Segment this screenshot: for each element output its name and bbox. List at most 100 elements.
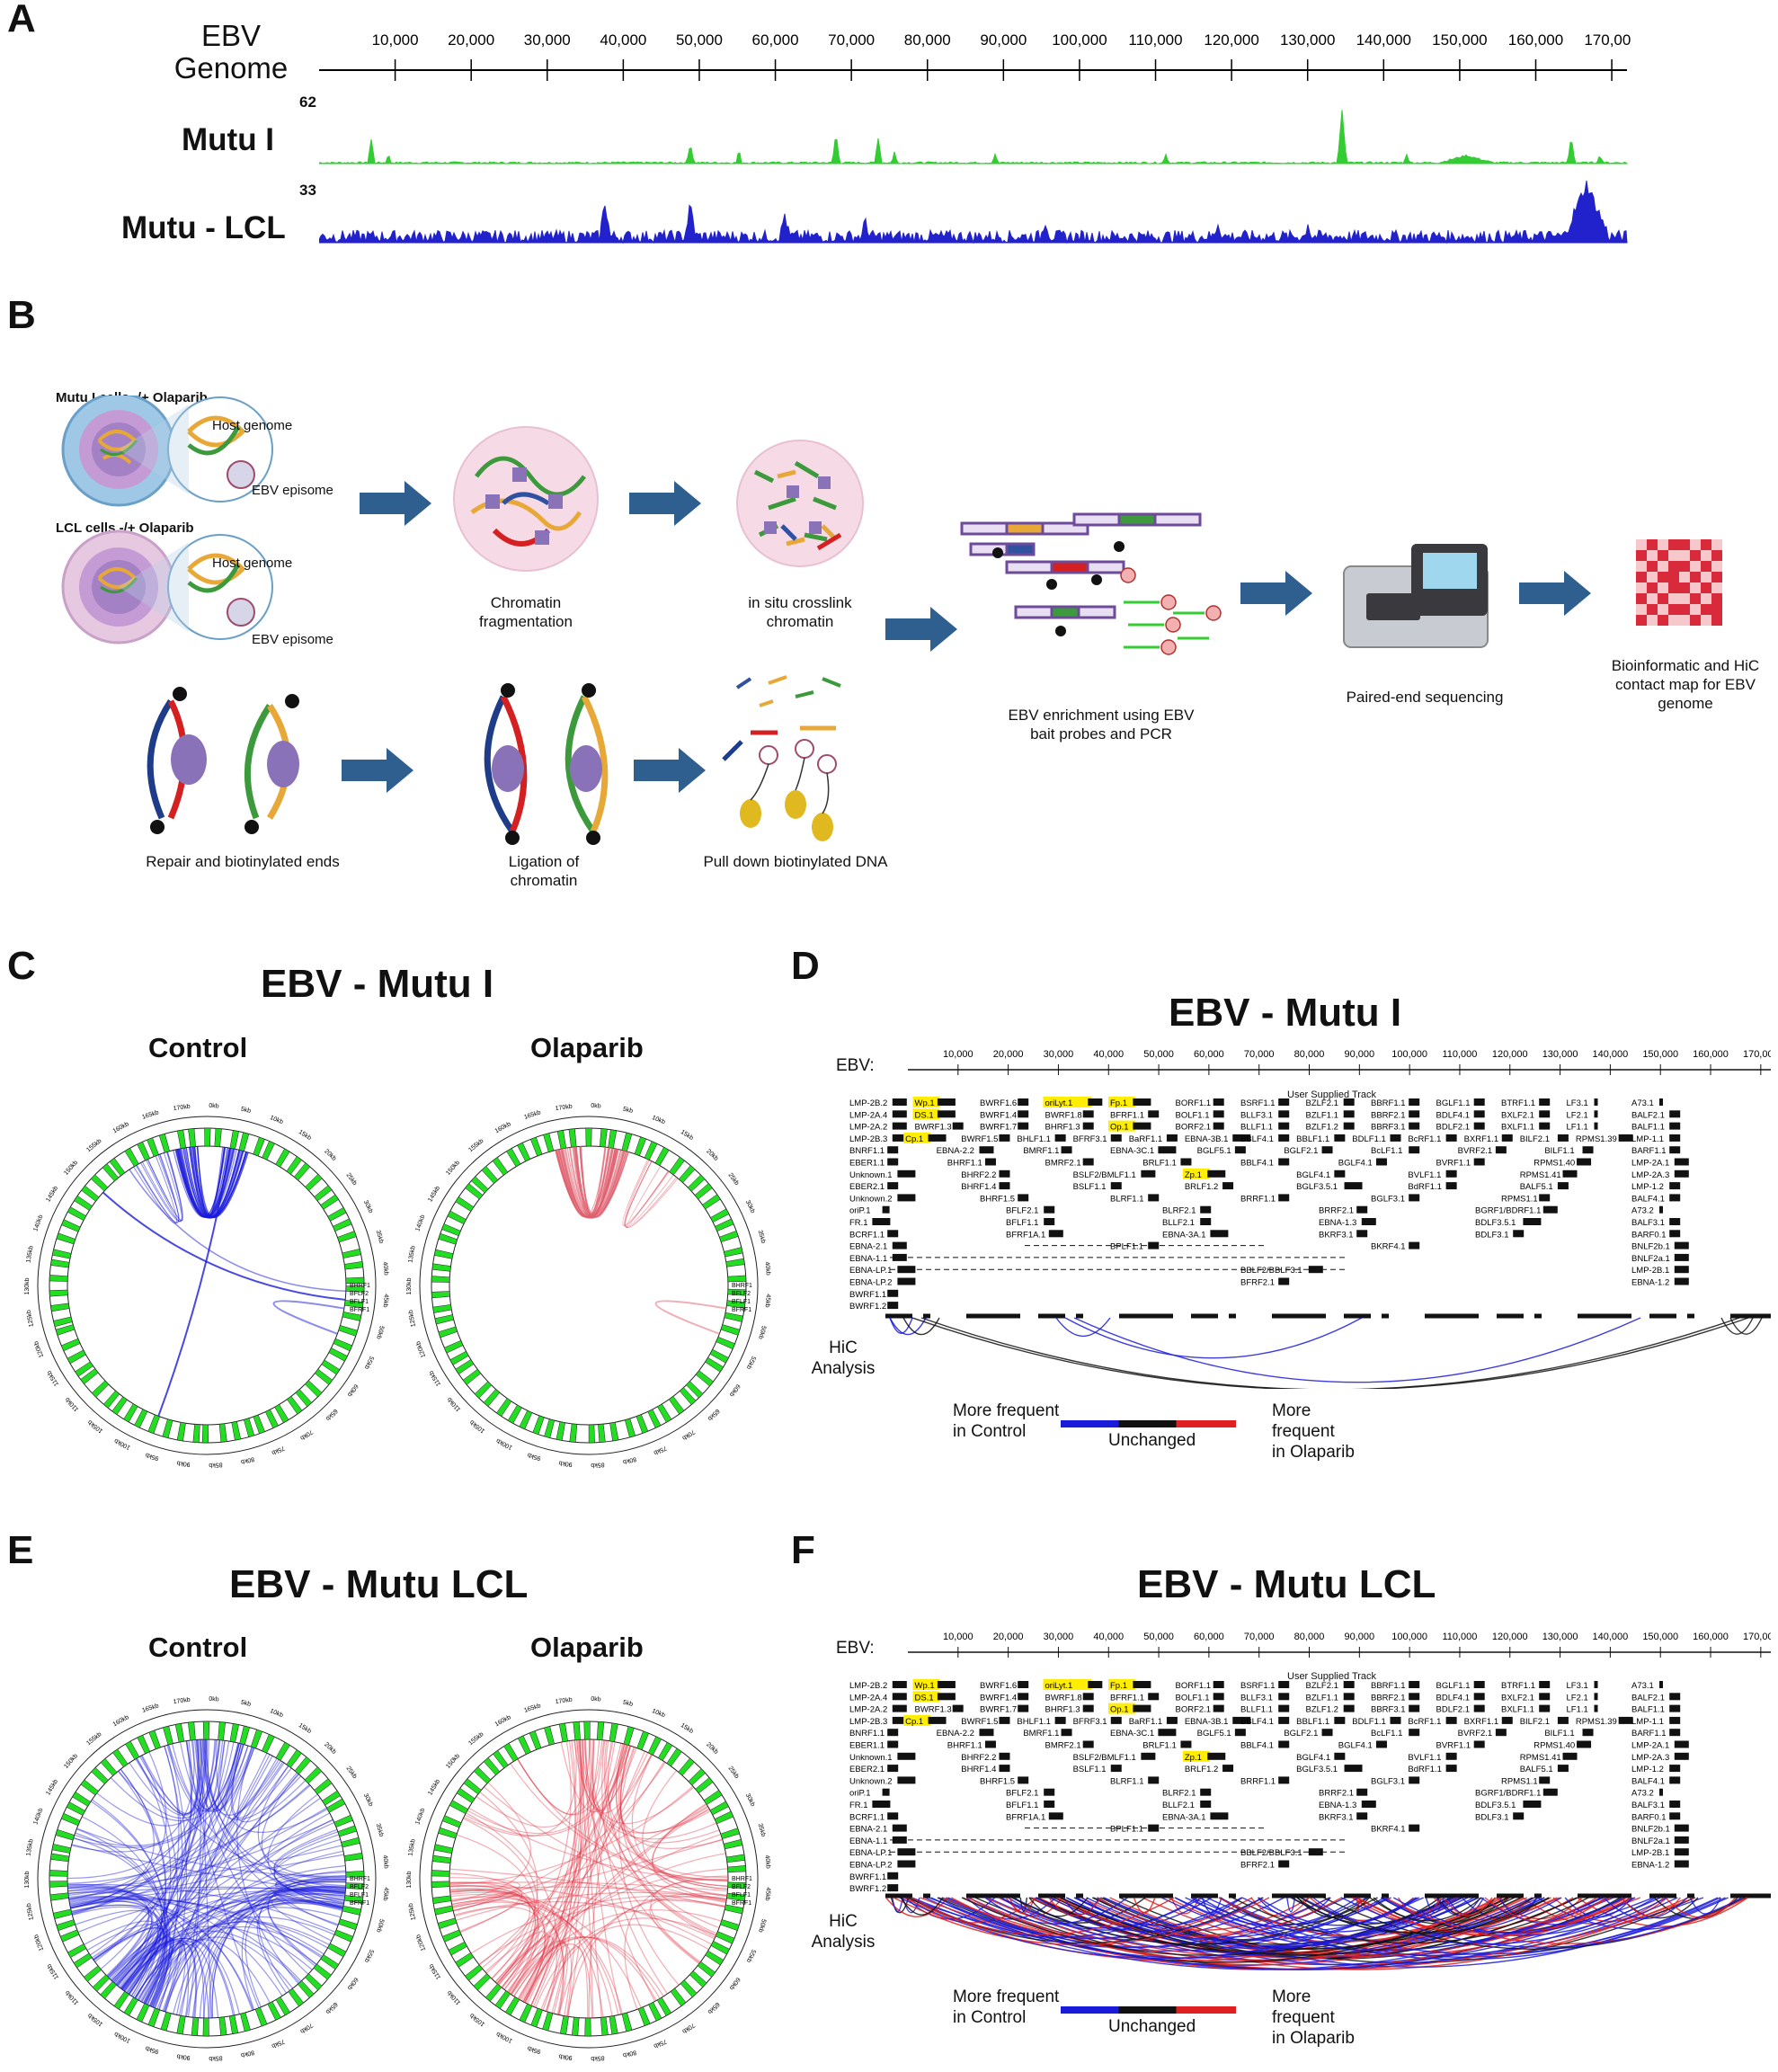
circos-link	[96, 1739, 217, 1827]
circos-gene-block	[137, 1734, 151, 1755]
circos-kb-label: 150kb	[445, 1753, 461, 1770]
circos-gene-block	[343, 1852, 363, 1862]
gene-block	[1356, 1205, 1368, 1214]
circos-gene-block	[124, 1147, 139, 1167]
arrow-7	[634, 748, 706, 793]
contact-map-cell	[1668, 582, 1679, 593]
circos-kb-label: 0kb	[209, 1696, 219, 1703]
gene-label: BLRF1.1	[1110, 1194, 1144, 1204]
gene-label: LMP-2B.2	[849, 1681, 887, 1691]
circos-kb-label: 160kb	[112, 1714, 130, 1728]
gene-label: EBER1.1	[849, 1159, 885, 1169]
gene-block	[1674, 1752, 1689, 1760]
hic-arc	[1065, 1897, 1389, 1941]
gene-label: BSRF1.1	[1240, 1681, 1276, 1691]
circos-gene-block	[326, 1798, 346, 1813]
contact-map-cell	[1701, 582, 1711, 593]
gene-label: EBNA-1.2	[1631, 1861, 1669, 1871]
arrow-3	[885, 607, 957, 652]
circos-gene-block	[337, 1825, 358, 1837]
circos-gene-block	[345, 1276, 365, 1285]
circos-link	[557, 1147, 611, 1218]
gene-label: BWRF1.5	[961, 1717, 998, 1727]
gene-label: BGLF1.1	[1436, 1098, 1471, 1108]
gene-block	[1213, 1122, 1224, 1130]
step-ligation: Ligation of chromatin	[508, 853, 580, 889]
ruler-tick-label: 20,000	[993, 1632, 1024, 1642]
circos-link	[77, 1890, 346, 1934]
gene-label: BGLF5.1	[1197, 1146, 1231, 1156]
circos-gene-block	[727, 1275, 747, 1283]
gene-label: FR.1	[849, 1218, 868, 1228]
circos-link	[530, 1745, 629, 2006]
circos-gene-block	[720, 1827, 740, 1839]
circos-gene-block	[715, 1931, 735, 1944]
circos-kb-label: 170kb	[555, 1104, 573, 1113]
gene-label: BFLF2.1	[1006, 1206, 1038, 1216]
gene-block	[1669, 1812, 1681, 1820]
panel-d-hic-label: HiC Analysis	[807, 1338, 879, 1379]
gene-block	[1594, 1681, 1598, 1688]
contact-map-cell	[1690, 550, 1701, 561]
circos-link	[68, 1896, 154, 1987]
gene-block	[1018, 1681, 1029, 1688]
circos-link	[68, 1783, 310, 1897]
circos-kb-label: 45kb	[764, 1294, 771, 1308]
hic-arc	[899, 1897, 1425, 1960]
circos-kb-label: 10kb	[651, 1708, 666, 1719]
gene-label: DS.1	[915, 1693, 934, 1703]
ruler-tick-label: 130,000	[1542, 1049, 1578, 1060]
gene-block	[979, 1146, 994, 1154]
circos-gene-block	[727, 1881, 747, 1890]
circos-link	[191, 1885, 346, 2018]
hic-arc	[920, 1317, 1749, 1389]
circos-gene-block	[432, 1895, 452, 1905]
gene-block	[1445, 1716, 1457, 1724]
circos-gene-block	[243, 1418, 255, 1437]
gene-label: BGLF5.1	[1197, 1729, 1231, 1739]
gene-block	[887, 1289, 899, 1297]
circos-gene-block	[648, 2002, 662, 2022]
gene-label: BFRF1.1	[1110, 1110, 1144, 1120]
hic-arc	[1030, 1897, 1689, 1970]
gene-label: BMRF1.1	[1023, 1146, 1059, 1156]
circos-link	[68, 1896, 317, 1965]
circos-kb-label: 135kb	[407, 1838, 416, 1856]
legend-f-unchanged-text: Unchanged	[1108, 2017, 1196, 2036]
gene-label: BGLF2.1	[1284, 1146, 1318, 1156]
gene-highlight	[1182, 1168, 1210, 1179]
panel-e-title: EBV - Mutu LCL	[229, 1562, 529, 1606]
gene-block	[1594, 1704, 1598, 1712]
circos-kb-label: 125kb	[26, 1309, 35, 1327]
circos-link	[67, 1887, 159, 1996]
gene-block	[1594, 1122, 1598, 1130]
circos-gene-block	[305, 1173, 323, 1191]
circos-gene-block	[102, 1163, 120, 1182]
gene-label: LMP-2B.3	[849, 1717, 887, 1727]
gene-block	[1207, 1169, 1226, 1178]
gene-label: BWRF1.2	[849, 1884, 886, 1894]
circos-link	[579, 1739, 594, 2018]
gene-block	[1473, 1098, 1485, 1106]
gene-label: Unknown.2	[849, 1194, 893, 1204]
circos-kb-label: 140kb	[414, 1214, 426, 1232]
gene-label: LMP-1.2	[1631, 1182, 1664, 1192]
circos-link	[535, 1917, 716, 2008]
circos-gene-block	[49, 1892, 69, 1901]
panel-c-olaparib: Olaparib	[530, 1032, 644, 1063]
circos-kb-label: 170kb	[173, 1697, 191, 1706]
circos-kb-label: 125kb	[408, 1902, 417, 1920]
gene-highlight	[1108, 1097, 1135, 1107]
gene-block	[1213, 1098, 1224, 1106]
circos-gene-block	[333, 1338, 353, 1352]
panel-letter-a: A	[7, 0, 36, 40]
circos-link	[511, 1937, 554, 2002]
gene-block	[1557, 1765, 1569, 1773]
genome-tick-label: 50,000	[676, 31, 723, 49]
circos-kb-label: 160kb	[494, 1714, 512, 1728]
gene-block	[1674, 1241, 1689, 1249]
circos-gene-block	[558, 1722, 568, 1743]
circos-gene-block	[342, 1905, 361, 1916]
gene-block	[1343, 1098, 1355, 1106]
circos-link	[72, 1739, 221, 1916]
